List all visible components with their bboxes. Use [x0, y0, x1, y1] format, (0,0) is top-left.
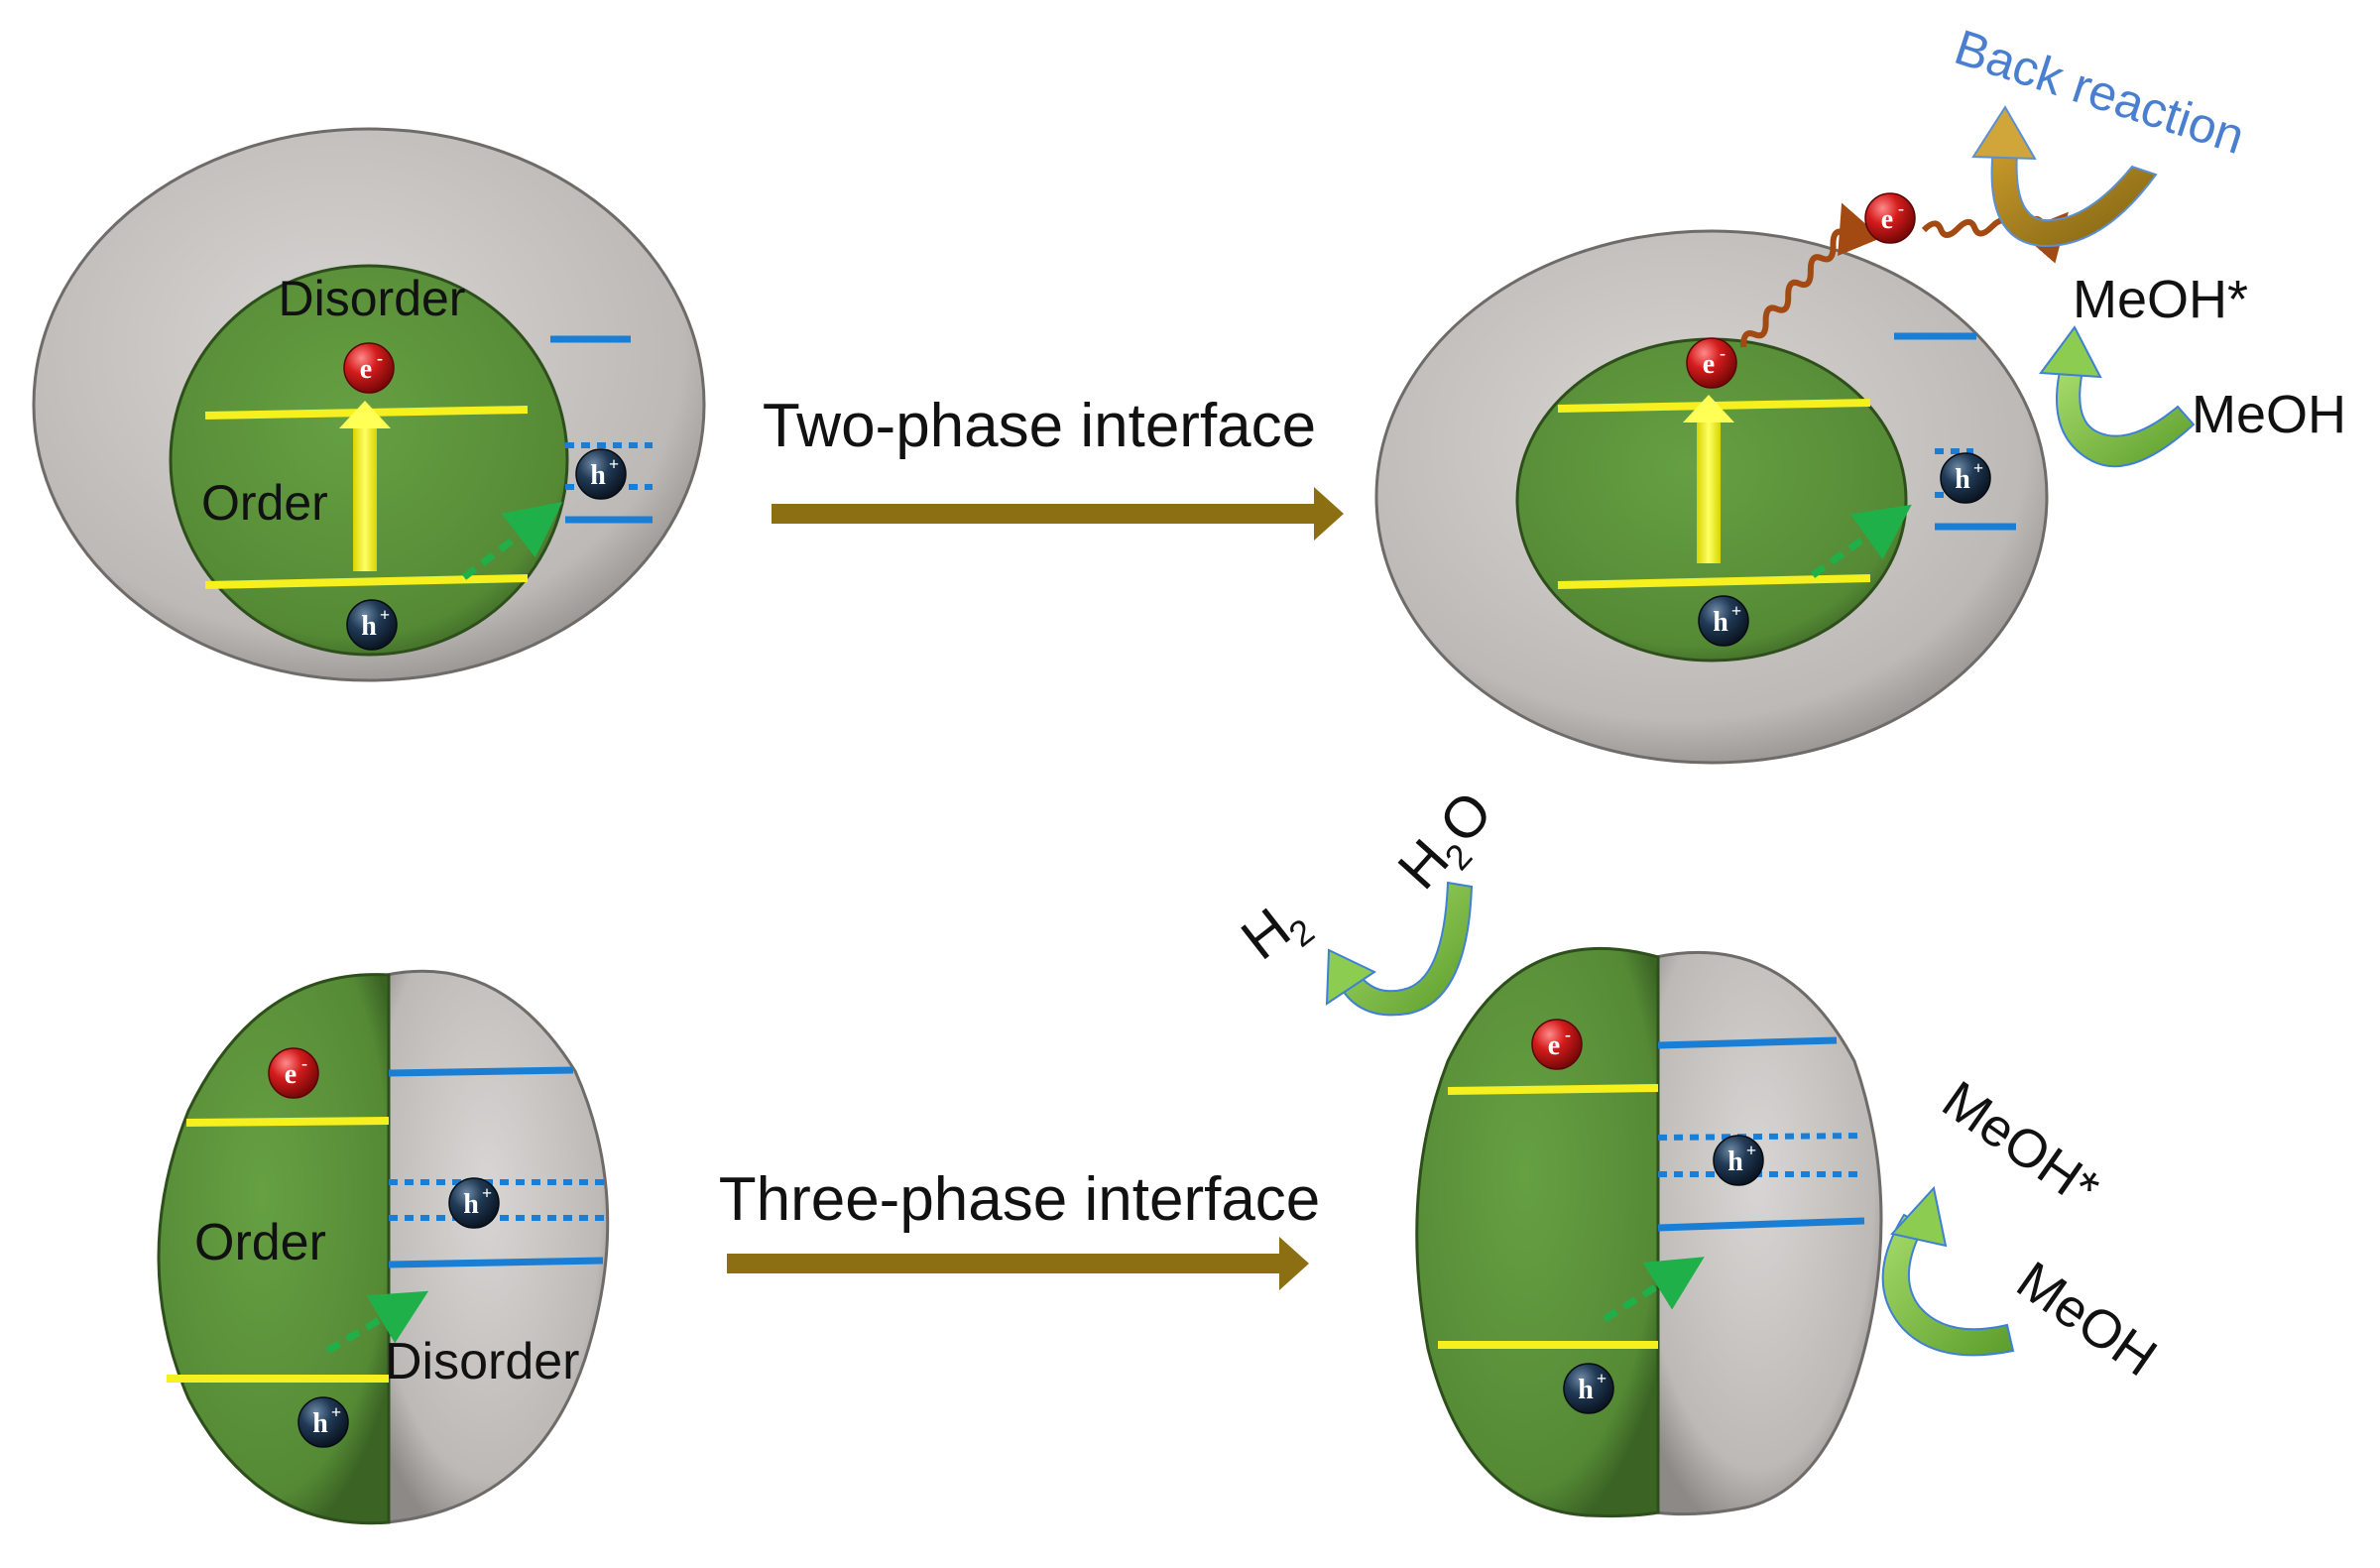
transition-two-phase: Two-phase interface	[763, 392, 1344, 541]
back-reaction-arrow	[1971, 105, 2158, 248]
hole-trapped: h +	[1940, 452, 1991, 504]
valence-band	[1557, 574, 1871, 589]
svg-text:h: h	[1955, 464, 1970, 495]
svg-text:e: e	[1703, 349, 1715, 380]
reactant-label: MeOH	[2006, 1251, 2167, 1388]
svg-text:O: O	[1427, 780, 1504, 856]
hole-transfer-arrow	[461, 501, 563, 580]
valence-band	[204, 574, 529, 589]
svg-text:e: e	[285, 1059, 297, 1090]
svg-text:-: -	[377, 348, 383, 368]
excitation-arrow	[1683, 395, 1734, 563]
svg-text:e: e	[360, 354, 372, 385]
conduction-band	[1447, 1084, 1659, 1095]
hole-transfer-arrow	[325, 1290, 429, 1355]
disorder-half	[1654, 950, 1883, 1516]
svg-text:h: h	[1727, 1146, 1743, 1177]
svg-text:h: h	[1713, 607, 1728, 638]
panel-bottom-left: Order Disorder e - h + h +	[157, 969, 610, 1525]
disorder-half	[385, 969, 610, 1524]
svg-text:+: +	[331, 1402, 341, 1422]
disorder-label: Disorder	[279, 271, 466, 326]
two-phase-label: Two-phase interface	[763, 392, 1316, 460]
wavy-electron-path-1	[1739, 202, 1882, 348]
transition-arrow-top	[772, 487, 1344, 541]
hole-valence: h +	[346, 599, 398, 651]
electron: e -	[343, 342, 395, 394]
svg-text:h: h	[463, 1189, 479, 1220]
reactant-label: MeOH	[2192, 385, 2346, 444]
trap-level-dotted-1	[1657, 1133, 1865, 1141]
svg-text:h: h	[590, 460, 606, 491]
svg-text:+: +	[380, 605, 390, 625]
excitation-arrow	[339, 401, 391, 571]
electron: e -	[1686, 337, 1737, 389]
disorder-label: Disorder	[385, 1333, 580, 1390]
order-half	[157, 973, 391, 1525]
panel-bottom-right: e - h + h + H 2 H 2 O	[1230, 780, 2167, 1518]
svg-text:+: +	[1597, 1369, 1606, 1388]
three-phase-label: Three-phase interface	[719, 1165, 1321, 1234]
svg-text:h: h	[1578, 1375, 1594, 1405]
electron: e -	[268, 1047, 319, 1099]
panel-top-right: e - e - h + h + Back reaction MeOH* MeOH	[1374, 19, 2346, 765]
electron: e -	[1531, 1019, 1583, 1070]
hole-valence: h +	[1563, 1363, 1614, 1414]
svg-text:+: +	[1731, 601, 1741, 621]
trap-level-lower	[388, 1257, 604, 1268]
oxidation-arrow-bottom	[1881, 1185, 2015, 1357]
hole-valence: h +	[1698, 595, 1749, 647]
reduction-arrow	[1325, 881, 1474, 1017]
svg-text:+: +	[482, 1183, 492, 1203]
order-label: Order	[194, 1214, 326, 1271]
hole-valence: h +	[298, 1396, 349, 1448]
product-label: MeOH*	[2073, 270, 2248, 329]
product-label: MeOH*	[1932, 1070, 2109, 1220]
electron-transferred: e -	[1864, 192, 1916, 244]
svg-text:e: e	[1548, 1030, 1560, 1061]
svg-text:+: +	[1746, 1141, 1756, 1160]
trap-level-upper	[1657, 1036, 1838, 1049]
svg-text:-: -	[1720, 343, 1726, 363]
conduction-band	[185, 1117, 390, 1127]
hole-trapped: h +	[448, 1177, 500, 1229]
svg-text:+: +	[1973, 458, 1983, 478]
svg-text:-: -	[1565, 1025, 1571, 1044]
h2-label: H 2	[1230, 896, 1322, 972]
hole-trapped: h +	[1713, 1135, 1764, 1186]
svg-text:+: +	[609, 454, 619, 474]
svg-text:-: -	[1898, 198, 1904, 218]
trap-level-upper	[388, 1066, 574, 1077]
panel-top-left: Disorder Order e - h + h +	[32, 127, 706, 682]
hole-transfer-arrow	[1603, 1257, 1705, 1322]
transition-arrow-bottom	[727, 1237, 1309, 1290]
svg-text:-: -	[301, 1053, 307, 1073]
hole-trapped: h +	[575, 448, 627, 500]
order-label: Order	[201, 475, 328, 531]
hole-transfer-arrow	[1810, 504, 1912, 578]
trap-level-lower	[1657, 1217, 1865, 1232]
svg-text:h: h	[361, 611, 377, 642]
oxidation-arrow-top	[2039, 325, 2196, 468]
svg-text:e: e	[1881, 204, 1893, 235]
svg-text:h: h	[312, 1408, 328, 1439]
transition-three-phase: Three-phase interface	[719, 1165, 1321, 1290]
